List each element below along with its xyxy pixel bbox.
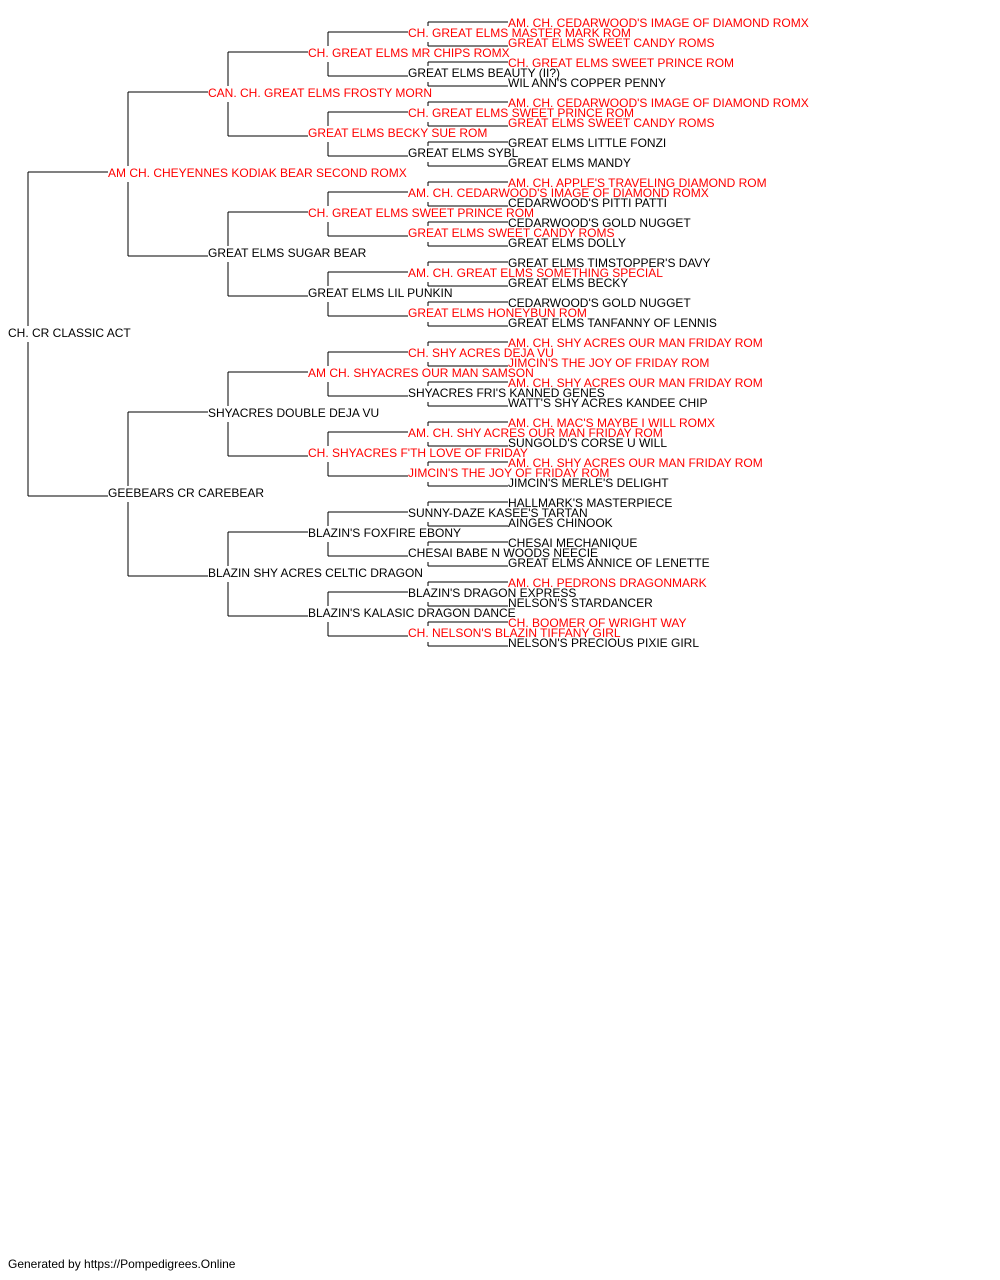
pedigree-node-gen5: JIMCIN'S MERLE'S DELIGHT [508, 476, 669, 490]
pedigree-node-gen5: AINGES CHINOOK [508, 516, 613, 530]
pedigree-node-gen5: CEDARWOOD'S GOLD NUGGET [508, 216, 691, 230]
pedigree-node-gen4: BLAZIN'S DRAGON EXPRESS [408, 586, 577, 600]
pedigree-node-gen5: WATT'S SHY ACRES KANDEE CHIP [508, 396, 708, 410]
pedigree-node-gen5: GREAT ELMS MANDY [508, 156, 631, 170]
pedigree-node-gen5: GREAT ELMS SWEET CANDY ROMS [508, 36, 715, 50]
pedigree-node-gen5: AM. CH. APPLE'S TRAVELING DIAMOND ROM [508, 176, 767, 190]
pedigree-node-gen4: AM. CH. SHY ACRES OUR MAN FRIDAY ROM [408, 426, 663, 440]
pedigree-node-gen4: GREAT ELMS HONEYBUN ROM [408, 306, 587, 320]
pedigree-node-gen5: AM. CH. CEDARWOOD'S IMAGE OF DIAMOND ROM… [508, 16, 809, 30]
pedigree-node-gen3: CH. SHYACRES F'TH LOVE OF FRIDAY [308, 446, 528, 460]
pedigree-node-gen3: GREAT ELMS BECKY SUE ROM [308, 126, 488, 140]
pedigree-node-gen2: SHYACRES DOUBLE DEJA VU [208, 406, 380, 420]
pedigree-node-gen4: AM. CH. GREAT ELMS SOMETHING SPECIAL [408, 266, 663, 280]
pedigree-node-gen4: GREAT ELMS BEAUTY (II?) [408, 66, 561, 80]
pedigree-node-gen4: SUNNY-DAZE KASEE'S TARTAN [408, 506, 588, 520]
pedigree-node-gen5: GREAT ELMS TANFANNY OF LENNIS [508, 316, 717, 330]
pedigree-node-gen5: CEDARWOOD'S GOLD NUGGET [508, 296, 691, 310]
pedigree-node-gen1: AM CH. CHEYENNES KODIAK BEAR SECOND ROMX [108, 166, 407, 180]
pedigree-node-gen3: CH. GREAT ELMS SWEET PRINCE ROM [308, 206, 535, 220]
pedigree-node-gen5: SUNGOLD'S CORSE U WILL [508, 436, 667, 450]
pedigree-node-gen3: BLAZIN'S FOXFIRE EBONY [308, 526, 461, 540]
pedigree-node-gen4: GREAT ELMS SWEET CANDY ROMS [408, 226, 615, 240]
pedigree-node-gen5: GREAT ELMS SWEET CANDY ROMS [508, 116, 715, 130]
pedigree-node-gen5: AM. CH. SHY ACRES OUR MAN FRIDAY ROM [508, 336, 763, 350]
pedigree-node-gen4: SHYACRES FRI'S KANNED GENES [408, 386, 605, 400]
pedigree-node-gen4: CH. SHY ACRES DEJA VU [408, 346, 554, 360]
pedigree-node-gen2: BLAZIN SHY ACRES CELTIC DRAGON [208, 566, 423, 580]
pedigree-node-gen5: GREAT ELMS DOLLY [508, 236, 627, 250]
pedigree-node-gen5: GREAT ELMS ANNICE OF LENETTE [508, 556, 710, 570]
pedigree-node-gen5: CH. GREAT ELMS SWEET PRINCE ROM [508, 56, 735, 70]
pedigree-node-gen5: GREAT ELMS TIMSTOPPER'S DAVY [508, 256, 711, 270]
pedigree-node-gen5: JIMCIN'S THE JOY OF FRIDAY ROM [508, 356, 710, 370]
pedigree-node-gen4: GREAT ELMS SYBL [408, 146, 519, 160]
pedigree-node-gen3: BLAZIN'S KALASIC DRAGON DANCE [308, 606, 516, 620]
pedigree-node-gen5: WIL ANN'S COPPER PENNY [508, 76, 666, 90]
pedigree-node-gen2: GREAT ELMS SUGAR BEAR [208, 246, 367, 260]
pedigree-node-gen3: GREAT ELMS LIL PUNKIN [308, 286, 453, 300]
pedigree-node-gen5: AM. CH. MAC'S MAYBE I WILL ROMX [508, 416, 715, 430]
pedigree-node-gen4: AM. CH. CEDARWOOD'S IMAGE OF DIAMOND ROM… [408, 186, 709, 200]
pedigree-node-gen4: CH. NELSON'S BLAZIN TIFFANY GIRL [408, 626, 621, 640]
footer-credit: Generated by https://Pompedigrees.Online [8, 1257, 236, 1271]
pedigree-node-gen5: AM. CH. CEDARWOOD'S IMAGE OF DIAMOND ROM… [508, 96, 809, 110]
pedigree-node-gen5: AM. CH. SHY ACRES OUR MAN FRIDAY ROM [508, 456, 763, 470]
pedigree-node-gen5: GREAT ELMS BECKY [508, 276, 629, 290]
pedigree-node-gen5: AM. CH. SHY ACRES OUR MAN FRIDAY ROM [508, 376, 763, 390]
pedigree-node-gen5: HALLMARK'S MASTERPIECE [508, 496, 673, 510]
pedigree-node-gen4: CH. GREAT ELMS MASTER MARK ROM [408, 26, 631, 40]
pedigree-node-gen5: CH. BOOMER OF WRIGHT WAY [508, 616, 687, 630]
pedigree-node-gen0: CH. CR CLASSIC ACT [8, 326, 131, 340]
pedigree-node-gen5: AM. CH. PEDRONS DRAGONMARK [508, 576, 707, 590]
pedigree-node-gen5: NELSON'S STARDANCER [508, 596, 653, 610]
pedigree-node-gen3: AM CH. SHYACRES OUR MAN SAMSON [308, 366, 534, 380]
pedigree-node-gen5: NELSON'S PRECIOUS PIXIE GIRL [508, 636, 700, 650]
pedigree-node-gen2: CAN. CH. GREAT ELMS FROSTY MORN [208, 86, 433, 100]
pedigree-node-gen1: GEEBEARS CR CAREBEAR [108, 486, 265, 500]
pedigree-node-gen3: CH. GREAT ELMS MR CHIPS ROMX [308, 46, 510, 60]
pedigree-node-gen4: JIMCIN'S THE JOY OF FRIDAY ROM [408, 466, 610, 480]
pedigree-node-gen5: CEDARWOOD'S PITTI PATTI [508, 196, 667, 210]
pedigree-node-gen4: CH. GREAT ELMS SWEET PRINCE ROM [408, 106, 635, 120]
pedigree-node-gen5: GREAT ELMS LITTLE FONZI [508, 136, 667, 150]
pedigree-node-gen4: CHESAI BABE N WOODS NEECIE [408, 546, 599, 560]
pedigree-node-gen5: CHESAI MECHANIQUE [508, 536, 638, 550]
